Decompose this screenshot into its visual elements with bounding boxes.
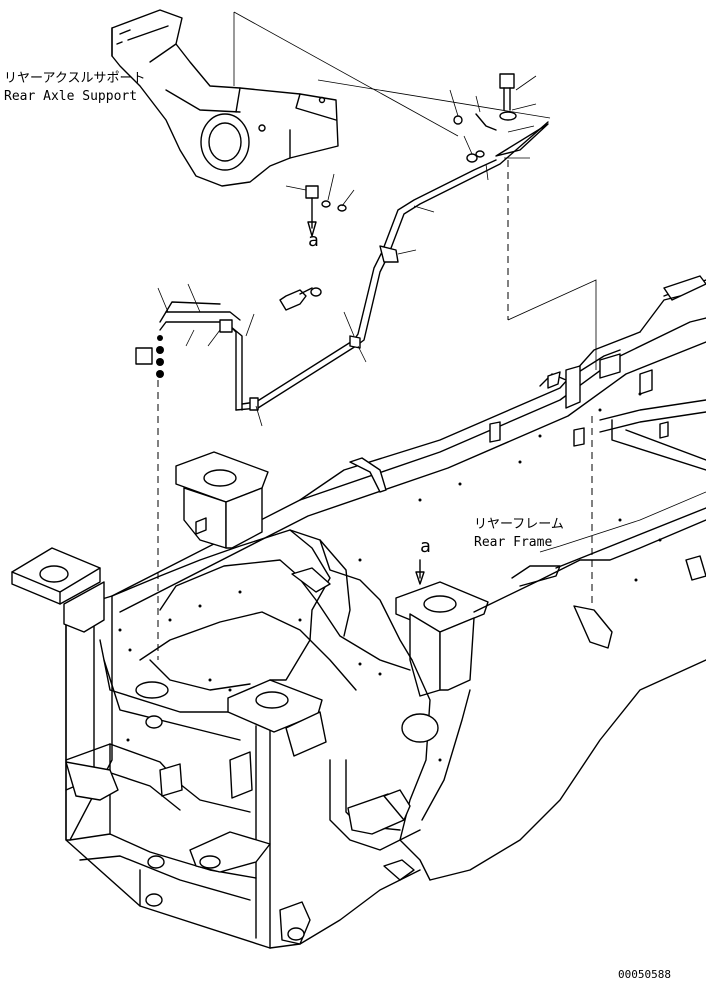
reference-mark-a-upper: a xyxy=(308,230,319,251)
reference-mark-a-lower: a xyxy=(420,536,431,557)
rivet-dots xyxy=(118,392,662,762)
installation-dashed-lines xyxy=(157,160,593,660)
rear-axle-support-drawing xyxy=(111,9,339,187)
fittings xyxy=(279,73,517,311)
rear-frame-drawing xyxy=(11,275,706,949)
rear-axle-support-label-jp: リヤーアクスルサポート xyxy=(4,71,145,86)
rear-frame-label-jp: リヤーフレーム xyxy=(474,517,564,532)
rear-axle-support-label-en: Rear Axle Support xyxy=(4,89,137,104)
drawing-number: 00050588 xyxy=(618,968,671,981)
rear-frame-label-en: Rear Frame xyxy=(474,535,552,550)
leader-lines xyxy=(157,75,537,427)
